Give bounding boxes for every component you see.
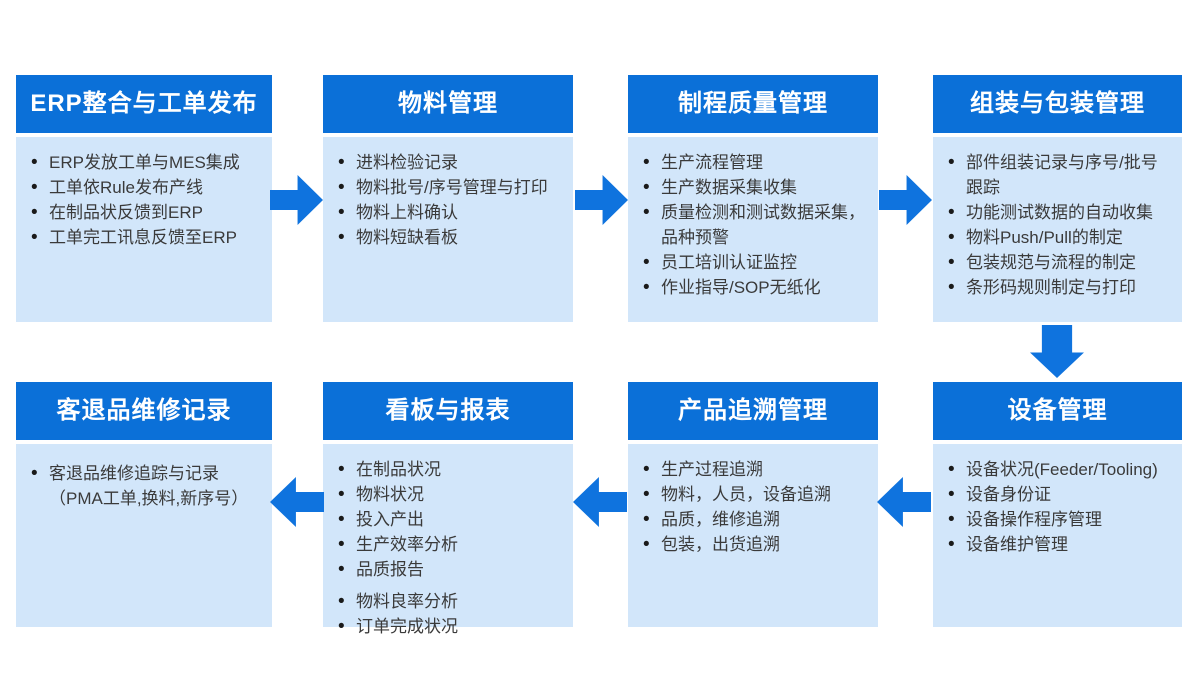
list-item: 工单完工讯息反馈至ERP: [28, 225, 264, 250]
list-item: 包装规范与流程的制定: [945, 250, 1174, 275]
arrow-right-icon: [270, 175, 323, 225]
list-item: 物料状况: [335, 482, 565, 507]
box-body: 设备状况(Feeder/Tooling)设备身份证设备操作程序管理设备维护管理: [933, 444, 1182, 627]
list-item: 生产流程管理: [640, 150, 870, 175]
list-item: 条形码规则制定与打印: [945, 275, 1174, 300]
module-box-process-quality: 制程质量管理 生产流程管理生产数据采集收集质量检测和测试数据采集， 品种预警员工…: [628, 75, 878, 322]
module-box-erp-integration: ERP整合与工单发布 ERP发放工单与MES集成工单依Rule发布产线在制品状反…: [16, 75, 272, 322]
list-item: 物料批号/序号管理与打印: [335, 175, 565, 200]
list-item: 物料Push/Pull的制定: [945, 225, 1174, 250]
list-item: 包装，出货追溯: [640, 532, 870, 557]
list-item: 设备状况(Feeder/Tooling): [945, 457, 1174, 482]
list-item: 物料，人员，设备追溯: [640, 482, 870, 507]
box-body: 客退品维修追踪与记录 （PMA工单,换料,新序号）: [16, 444, 272, 627]
feature-list: 客退品维修追踪与记录 （PMA工单,换料,新序号）: [28, 461, 264, 511]
box-title: 客退品维修记录: [16, 382, 272, 440]
list-item: 物料良率分析: [335, 589, 565, 614]
box-body: ERP发放工单与MES集成工单依Rule发布产线在制品状反馈到ERP工单完工讯息…: [16, 137, 272, 322]
list-item: 设备操作程序管理: [945, 507, 1174, 532]
module-box-assembly-packaging: 组装与包装管理 部件组装记录与序号/批号 跟踪功能测试数据的自动收集物料Push…: [933, 75, 1182, 322]
box-body: 在制品状况物料状况投入产出生产效率分析品质报告物料良率分析订单完成状况: [323, 444, 573, 639]
box-title: 制程质量管理: [628, 75, 878, 133]
list-item: 功能测试数据的自动收集: [945, 200, 1174, 225]
list-item: 进料检验记录: [335, 150, 565, 175]
module-box-customer-returns: 客退品维修记录 客退品维修追踪与记录 （PMA工单,换料,新序号）: [16, 382, 272, 627]
list-item: 在制品状况: [335, 457, 565, 482]
list-item: ERP发放工单与MES集成: [28, 150, 264, 175]
list-item: 客退品维修追踪与记录 （PMA工单,换料,新序号）: [28, 461, 264, 511]
box-body: 部件组装记录与序号/批号 跟踪功能测试数据的自动收集物料Push/Pull的制定…: [933, 137, 1182, 322]
list-item: 生产数据采集收集: [640, 175, 870, 200]
feature-list: 进料检验记录物料批号/序号管理与打印物料上料确认物料短缺看板: [335, 150, 565, 250]
box-title: 物料管理: [323, 75, 573, 133]
feature-list: 设备状况(Feeder/Tooling)设备身份证设备操作程序管理设备维护管理: [945, 457, 1174, 557]
arrow-left-icon: [877, 477, 931, 527]
list-item: 物料上料确认: [335, 200, 565, 225]
feature-list: 生产流程管理生产数据采集收集质量检测和测试数据采集， 品种预警员工培训认证监控作…: [640, 150, 870, 300]
list-item: 质量检测和测试数据采集， 品种预警: [640, 200, 870, 250]
box-title: 产品追溯管理: [628, 382, 878, 440]
box-title: 设备管理: [933, 382, 1182, 440]
module-box-kanban-reports: 看板与报表 在制品状况物料状况投入产出生产效率分析品质报告物料良率分析订单完成状…: [323, 382, 573, 639]
list-item: 设备维护管理: [945, 532, 1174, 557]
list-item: 员工培训认证监控: [640, 250, 870, 275]
feature-list: ERP发放工单与MES集成工单依Rule发布产线在制品状反馈到ERP工单完工讯息…: [28, 150, 264, 250]
box-body: 生产过程追溯物料，人员，设备追溯品质，维修追溯包装，出货追溯: [628, 444, 878, 627]
list-item: 品质报告: [335, 557, 565, 582]
box-title: 看板与报表: [323, 382, 573, 440]
box-title: 组装与包装管理: [933, 75, 1182, 133]
list-item: 生产过程追溯: [640, 457, 870, 482]
feature-list: 生产过程追溯物料，人员，设备追溯品质，维修追溯包装，出货追溯: [640, 457, 870, 557]
module-box-product-traceability: 产品追溯管理 生产过程追溯物料，人员，设备追溯品质，维修追溯包装，出货追溯: [628, 382, 878, 627]
module-box-material-management: 物料管理 进料检验记录物料批号/序号管理与打印物料上料确认物料短缺看板: [323, 75, 573, 322]
list-item: 在制品状反馈到ERP: [28, 200, 264, 225]
box-title: ERP整合与工单发布: [16, 75, 272, 133]
list-item: 工单依Rule发布产线: [28, 175, 264, 200]
list-item: 投入产出: [335, 507, 565, 532]
list-item: 物料短缺看板: [335, 225, 565, 250]
list-item: 品质，维修追溯: [640, 507, 870, 532]
list-item: 生产效率分析: [335, 532, 565, 557]
arrow-right-icon: [879, 175, 932, 225]
list-item: 订单完成状况: [335, 614, 565, 639]
arrow-down-icon: [1030, 325, 1084, 378]
arrow-right-icon: [575, 175, 628, 225]
arrow-left-icon: [573, 477, 627, 527]
feature-list: 在制品状况物料状况投入产出生产效率分析品质报告物料良率分析订单完成状况: [335, 457, 565, 639]
list-item: 设备身份证: [945, 482, 1174, 507]
list-item: 部件组装记录与序号/批号 跟踪: [945, 150, 1174, 200]
arrow-left-icon: [270, 477, 324, 527]
box-body: 生产流程管理生产数据采集收集质量检测和测试数据采集， 品种预警员工培训认证监控作…: [628, 137, 878, 322]
feature-list: 部件组装记录与序号/批号 跟踪功能测试数据的自动收集物料Push/Pull的制定…: [945, 150, 1174, 300]
list-item: 作业指导/SOP无纸化: [640, 275, 870, 300]
box-body: 进料检验记录物料批号/序号管理与打印物料上料确认物料短缺看板: [323, 137, 573, 322]
module-box-equipment-management: 设备管理 设备状况(Feeder/Tooling)设备身份证设备操作程序管理设备…: [933, 382, 1182, 627]
